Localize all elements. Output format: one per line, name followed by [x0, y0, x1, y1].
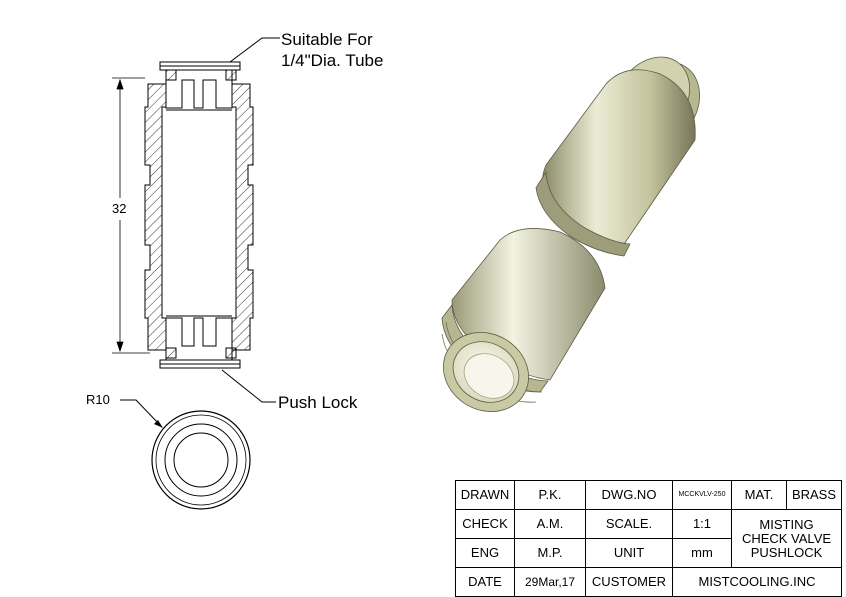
drawn-label: DRAWN	[455, 480, 515, 510]
end-view-mid-circle	[164, 423, 238, 497]
material-label: MAT.	[731, 480, 787, 510]
suitable-for-label: Suitable For	[281, 30, 373, 49]
tube-diameter-label: 1/4"Dia. Tube	[281, 51, 384, 70]
description-line: CHECK VALVE	[741, 530, 832, 546]
description-line: MISTING	[759, 516, 814, 532]
description-line: PUSHLOCK	[750, 544, 823, 560]
leader-push-lock	[221, 369, 276, 403]
date-label: DATE	[455, 567, 515, 597]
unit-value: mm	[672, 538, 732, 568]
scale-label: SCALE.	[585, 509, 673, 539]
title-block-row: DATE 29Mar,17 CUSTOMER MISTCOOLING.INC	[455, 567, 842, 597]
check-value: A.M.	[514, 509, 586, 539]
dimension-32	[112, 77, 150, 354]
leader-suitable	[229, 37, 280, 63]
title-block-row: CHECK A.M. SCALE. 1:1 MISTING CHECK VALV…	[455, 509, 842, 568]
top-collet	[165, 69, 233, 109]
scale-value: 1:1	[672, 509, 732, 539]
drawn-value: P.K.	[514, 480, 586, 510]
dwg-no-value: MCCKVLV-250	[672, 480, 732, 510]
customer-value: MISTCOOLING.INC	[672, 567, 842, 597]
eng-value: M.P.	[514, 538, 586, 568]
end-view-outer-circle-2	[155, 414, 247, 506]
length-dimension-label: 32	[112, 201, 127, 216]
section-view	[112, 37, 280, 403]
radius-label: R10	[86, 392, 110, 407]
check-label: CHECK	[455, 509, 515, 539]
title-block-row: ENG M.P. UNIT mm	[455, 538, 842, 568]
end-view	[120, 399, 251, 510]
date-value: 29Mar,17	[514, 567, 586, 597]
dwg-no-label: DWG.NO	[585, 480, 673, 510]
end-view-outer-circle	[151, 410, 251, 510]
end-view-bore-circle	[173, 432, 229, 488]
title-block: DRAWN P.K. DWG.NO MCCKVLV-250 MAT. BRASS…	[455, 480, 842, 597]
part-description: MISTING CHECK VALVE PUSHLOCK	[731, 509, 842, 568]
right-wall-section	[231, 83, 254, 351]
left-wall-section	[144, 83, 167, 351]
isometric-render	[441, 56, 700, 412]
customer-label: CUSTOMER	[585, 567, 673, 597]
leader-r10	[120, 399, 161, 426]
unit-label: UNIT	[585, 538, 673, 568]
push-lock-label: Push Lock	[278, 393, 358, 412]
material-value: BRASS	[786, 480, 842, 510]
title-block-row: DRAWN P.K. DWG.NO MCCKVLV-250 MAT. BRASS	[455, 480, 842, 510]
eng-label: ENG	[455, 538, 515, 568]
